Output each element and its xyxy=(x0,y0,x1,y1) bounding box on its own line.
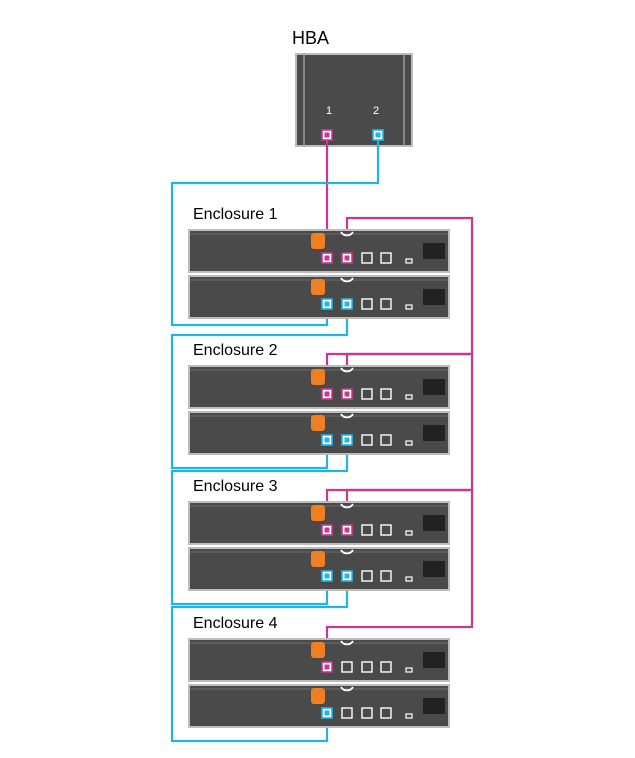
service-port xyxy=(381,571,391,581)
hba-card: HBA 1 2 xyxy=(292,28,412,146)
controller-module xyxy=(189,230,449,272)
service-port xyxy=(362,435,372,445)
sas-out-port-core xyxy=(345,528,350,533)
status-panel xyxy=(423,652,445,668)
enclosure-1: Enclosure 1 xyxy=(189,206,449,318)
latch-icon xyxy=(311,279,325,295)
sas-out-port-core xyxy=(345,392,350,397)
service-port xyxy=(362,253,372,263)
sas-in-port-core xyxy=(325,438,330,443)
sas-in-port-core xyxy=(325,302,330,307)
hba-port-label-2: 2 xyxy=(373,105,379,117)
status-panel xyxy=(423,425,445,441)
controller-module xyxy=(189,639,449,681)
service-port xyxy=(381,525,391,535)
latch-icon xyxy=(311,688,325,704)
sas-out-port xyxy=(342,708,352,718)
controller-module xyxy=(189,412,449,454)
latch-icon xyxy=(311,415,325,431)
service-port xyxy=(381,253,391,263)
hba-port-2-core xyxy=(376,133,381,138)
latch-icon xyxy=(311,369,325,385)
sas-out-port-core xyxy=(345,574,350,579)
latch-icon xyxy=(311,505,325,521)
service-port xyxy=(362,571,372,581)
sas-in-port-core xyxy=(325,392,330,397)
enclosure-label: Enclosure 1 xyxy=(193,206,278,223)
controller-module xyxy=(189,685,449,727)
service-port xyxy=(381,662,391,672)
enclosure-2: Enclosure 2 xyxy=(189,342,449,454)
service-port xyxy=(362,299,372,309)
controller-module xyxy=(189,276,449,318)
service-port xyxy=(362,662,372,672)
sas-in-port-core xyxy=(325,574,330,579)
enclosure-4: Enclosure 4 xyxy=(189,615,449,727)
sas-out-port-core xyxy=(345,256,350,261)
service-port xyxy=(381,389,391,399)
service-port xyxy=(381,299,391,309)
status-panel xyxy=(423,561,445,577)
sas-in-port-core xyxy=(325,256,330,261)
sas-out-port-core xyxy=(345,438,350,443)
sas-in-port-core xyxy=(325,665,330,670)
latch-icon xyxy=(311,233,325,249)
status-panel xyxy=(423,698,445,714)
service-port xyxy=(381,435,391,445)
enclosure-label: Enclosure 2 xyxy=(193,342,278,359)
controller-module xyxy=(189,366,449,408)
status-panel xyxy=(423,379,445,395)
hba-body xyxy=(296,54,412,146)
latch-icon xyxy=(311,642,325,658)
controller-module xyxy=(189,548,449,590)
enclosure-label: Enclosure 4 xyxy=(193,615,278,632)
enclosure-layer: Enclosure 1 Enclosure 2 Enclosure 3 Enclosu… xyxy=(189,206,449,727)
status-panel xyxy=(423,515,445,531)
sas-in-port-core xyxy=(325,711,330,716)
enclosure-3: Enclosure 3 xyxy=(189,478,449,590)
hba-port-label-1: 1 xyxy=(326,105,332,117)
service-port xyxy=(362,389,372,399)
service-port xyxy=(362,708,372,718)
enclosure-label: Enclosure 3 xyxy=(193,478,278,495)
hba-port-1-core xyxy=(325,133,330,138)
sas-out-port xyxy=(342,662,352,672)
status-panel xyxy=(423,243,445,259)
service-port xyxy=(381,708,391,718)
service-port xyxy=(362,525,372,535)
controller-module xyxy=(189,502,449,544)
sas-in-port-core xyxy=(325,528,330,533)
hba-title: HBA xyxy=(292,28,329,48)
status-panel xyxy=(423,289,445,305)
sas-out-port-core xyxy=(345,302,350,307)
latch-icon xyxy=(311,551,325,567)
